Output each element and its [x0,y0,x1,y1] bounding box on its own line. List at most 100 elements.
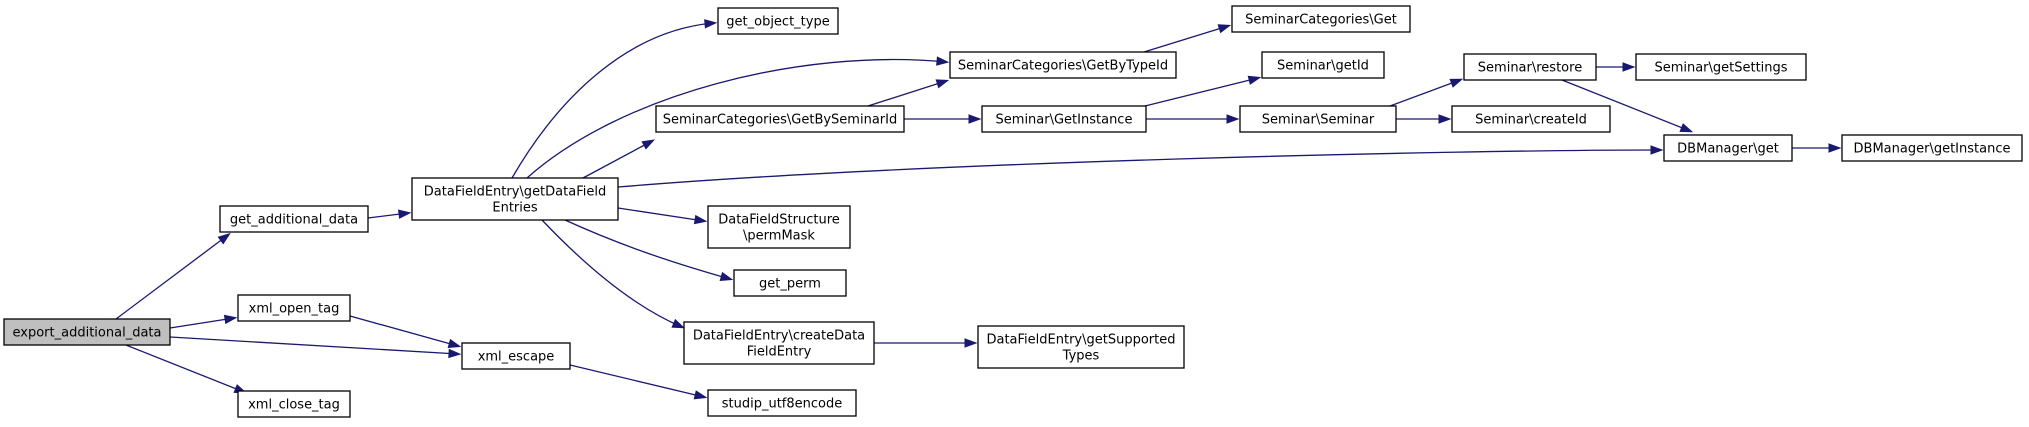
edge-getDataFieldEntries-to-get_perm [564,219,734,281]
node-label: get_additional_data [230,213,358,228]
edge-line [617,149,1661,188]
edge-DFE_createDataFieldEntry-to-DFE_getSupportedTypes [874,338,978,348]
node-box [411,177,619,221]
edge-Seminar_restore-to-Seminar_getSettings [1596,62,1636,72]
edge-arrowhead [704,19,718,29]
edge-arrowhead [693,390,708,400]
node-label: DBManager\getInstance [1854,142,2011,157]
edge-arrowhead [671,318,686,329]
node-label: SeminarCategories\Get [1245,13,1397,28]
node-Seminar_Seminar[interactable]: Seminar\Seminar [1239,105,1397,133]
node-xml_escape[interactable]: xml_escape [461,342,571,370]
node-box [1261,51,1385,79]
edge-getDataFieldEntries-to-SC_GetBySeminarId [582,139,656,179]
edge-Seminar_restore-to-DBManager_get [1561,79,1694,133]
edge-Seminar_Seminar-to-Seminar_createId [1396,114,1452,124]
node-SC_Get[interactable]: SeminarCategories\Get [1231,5,1411,33]
node-label: xml_close_tag [248,398,340,413]
node-Seminar_createId[interactable]: Seminar\createId [1451,105,1611,133]
node-label: SeminarCategories\GetByTypeId [958,59,1168,74]
edge-arrowhead [1679,123,1694,133]
node-box [1231,5,1411,33]
edge-line [125,344,245,393]
node-Seminar_getSettings[interactable]: Seminar\getSettings [1635,53,1807,81]
edge-line [1144,77,1259,107]
node-label: Seminar\restore [1478,61,1582,76]
node-label: get_perm [759,277,821,292]
edge-line [169,317,235,329]
edge-SC_GetBySeminarId-to-Seminar_GetInstance [904,114,982,124]
node-get_additional_data[interactable]: get_additional_data [219,205,369,233]
node-box [1451,105,1611,133]
node-label: xml_escape [478,350,555,365]
edge-line [564,219,731,280]
node-get_perm[interactable]: get_perm [733,269,847,297]
node-label: \permMask [743,229,815,244]
edge-arrowhead [223,314,238,325]
edge-line [541,219,683,328]
node-label: studip_utf8encode [722,397,843,412]
node-xml_open_tag[interactable]: xml_open_tag [237,294,351,322]
node-label: FieldEntry [747,345,812,360]
node-box [707,205,851,249]
node-SC_GetBySeminarId[interactable]: SeminarCategories\GetBySeminarId [655,105,905,133]
node-label: DataFieldEntry\getSupported [986,333,1175,348]
nodes-layer: export_additional_data get_additional_dat… [3,5,2023,418]
edge-line [617,207,705,222]
edge-arrowhead [1247,75,1262,85]
node-box [683,321,875,365]
node-SC_GetByTypeId[interactable]: SeminarCategories\GetByTypeId [949,51,1177,79]
node-DFS_permMask[interactable]: DataFieldStructure\permMask [707,205,851,249]
node-box [733,269,847,297]
edge-Seminar_Seminar-to-Seminar_restore [1389,78,1464,107]
node-box [1239,105,1397,133]
edge-arrowhead [968,114,982,124]
edge-line [349,315,459,347]
edge-xml_escape-to-studip_utf8encode [569,364,708,400]
node-box [3,318,171,346]
node-label: xml_open_tag [249,302,340,317]
node-xml_close_tag[interactable]: xml_close_tag [237,390,351,418]
node-box [1635,53,1807,81]
edge-arrowhead [936,56,950,66]
node-label: DBManager\get [1677,142,1779,157]
edge-Seminar_GetInstance-to-Seminar_getId [1144,75,1262,107]
edge-line [1389,79,1461,107]
node-get_object_type[interactable]: get_object_type [717,7,839,35]
edge-arrowhead [448,348,462,359]
node-label: DataFieldStructure [718,213,840,228]
edge-arrowhead [1438,114,1452,124]
node-box [977,325,1185,369]
edge-line [569,364,705,398]
node-label: Seminar\Seminar [1262,113,1375,128]
node-label: Entries [492,201,538,216]
edge-export_additional_data-to-xml_open_tag [169,314,238,329]
node-Seminar_GetInstance[interactable]: Seminar\GetInstance [981,105,1147,133]
node-Seminar_restore[interactable]: Seminar\restore [1463,53,1597,81]
node-box [655,105,905,133]
node-label: Seminar\getSettings [1654,61,1787,76]
edge-arrowhead [641,139,656,150]
node-Seminar_getId[interactable]: Seminar\getId [1261,51,1385,79]
edge-export_additional_data-to-xml_close_tag [125,344,248,394]
edge-getDataFieldEntries-to-SC_GetByTypeId [526,56,950,179]
node-DBManager_getInstance[interactable]: DBManager\getInstance [1841,134,2023,162]
edge-line [867,80,947,107]
node-box [237,390,351,418]
node-box [1463,53,1597,81]
node-label: Seminar\GetInstance [996,113,1133,128]
edge-line [169,336,459,355]
node-studip_utf8encode[interactable]: studip_utf8encode [707,389,857,417]
edge-getDataFieldEntries-to-get_object_type [511,19,718,179]
node-DBManager_get[interactable]: DBManager\get [1663,134,1793,162]
edge-arrowhead [1650,145,1664,155]
node-box [237,294,351,322]
node-label: SeminarCategories\GetBySeminarId [663,113,897,128]
edge-arrowhead [935,79,950,89]
node-export_additional_data[interactable]: export_additional_data [3,318,171,346]
node-label: get_object_type [726,15,829,30]
edge-line [1143,25,1229,53]
